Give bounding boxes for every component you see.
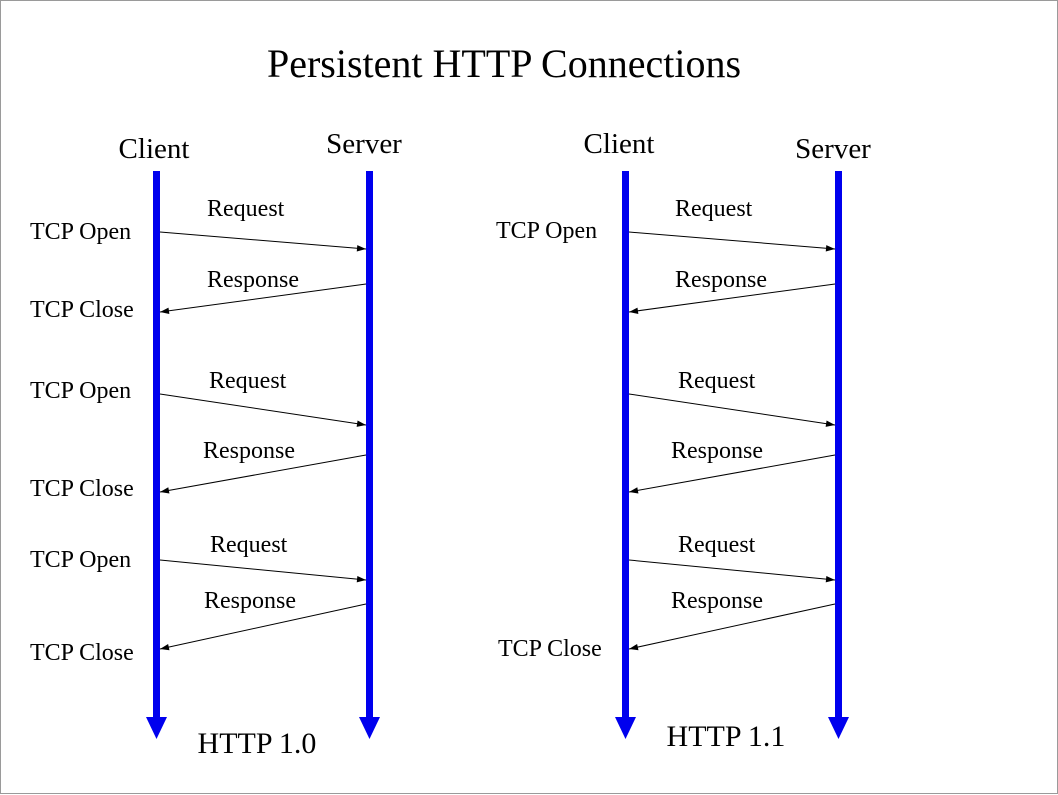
- message-response: Response: [159, 267, 367, 314]
- message-arrow: [628, 454, 836, 493]
- message-response: Response: [159, 588, 367, 651]
- event-tcp-open: TCP Open: [496, 218, 597, 244]
- server-label: Server: [326, 128, 402, 160]
- message-arrowhead: [160, 307, 170, 314]
- message-label: Response: [671, 438, 763, 464]
- message-arrow: [628, 559, 836, 581]
- client-lifeline-arrowhead: [615, 717, 636, 739]
- message-label: Request: [209, 368, 287, 394]
- message-request: Request: [628, 532, 836, 583]
- event-tcp-close: TCP Close: [30, 297, 134, 323]
- message-arrow: [628, 603, 836, 650]
- message-arrow: [628, 283, 836, 313]
- message-arrow: [159, 603, 367, 650]
- message-arrowhead: [356, 575, 366, 583]
- event-tcp-close: TCP Close: [30, 640, 134, 666]
- message-arrow: [159, 559, 367, 581]
- server-lifeline-shaft: [835, 171, 842, 719]
- message-arrow: [628, 231, 836, 250]
- version-label: HTTP 1.0: [198, 727, 317, 760]
- message-label: Request: [678, 368, 756, 394]
- message-arrowhead: [356, 245, 366, 252]
- panel-http-1-0: Client Server TCP Open TCP Close TCP Ope…: [30, 128, 402, 760]
- event-tcp-close: TCP Close: [30, 476, 134, 502]
- message-arrow: [159, 283, 367, 313]
- message-label: Response: [203, 438, 295, 464]
- message-request: Request: [159, 532, 367, 583]
- message-label: Response: [207, 267, 299, 293]
- client-lifeline-shaft: [153, 171, 160, 719]
- message-response: Response: [628, 588, 836, 651]
- server-lifeline-arrowhead: [828, 717, 849, 739]
- version-label: HTTP 1.1: [667, 720, 786, 753]
- message-arrowhead: [629, 307, 639, 314]
- message-arrowhead: [629, 487, 639, 494]
- server-lifeline: [828, 171, 849, 739]
- server-lifeline-arrowhead: [359, 717, 380, 739]
- server-lifeline-shaft: [366, 171, 373, 719]
- event-tcp-open: TCP Open: [30, 378, 131, 404]
- message-request: Request: [159, 196, 367, 252]
- message-label: Request: [678, 532, 756, 558]
- server-lifeline: [359, 171, 380, 739]
- message-response: Response: [628, 438, 836, 494]
- client-lifeline-arrowhead: [146, 717, 167, 739]
- diagram-title: Persistent HTTP Connections: [267, 41, 741, 86]
- message-arrowhead: [160, 643, 170, 651]
- client-lifeline-shaft: [622, 171, 629, 719]
- message-response: Response: [628, 267, 836, 314]
- message-arrow: [159, 393, 367, 426]
- message-response: Response: [159, 438, 367, 494]
- message-arrowhead: [356, 420, 366, 427]
- server-label: Server: [795, 133, 871, 165]
- message-label: Response: [675, 267, 767, 293]
- client-lifeline: [615, 171, 636, 739]
- message-label: Request: [210, 532, 288, 558]
- message-label: Response: [204, 588, 296, 614]
- event-tcp-close: TCP Close: [498, 636, 602, 662]
- client-lifeline: [146, 171, 167, 739]
- panel-http-1-1: Client Server TCP Open TCP Close Request…: [496, 128, 871, 753]
- client-label: Client: [584, 128, 655, 160]
- client-label: Client: [119, 133, 190, 165]
- message-label: Request: [675, 196, 753, 222]
- message-arrowhead: [825, 245, 835, 252]
- event-tcp-open: TCP Open: [30, 219, 131, 245]
- message-arrowhead: [629, 643, 639, 651]
- message-arrow: [159, 231, 367, 250]
- message-arrowhead: [160, 487, 170, 494]
- message-request: Request: [628, 368, 836, 427]
- message-request: Request: [628, 196, 836, 252]
- message-label: Request: [207, 196, 285, 222]
- message-arrowhead: [825, 575, 835, 583]
- message-arrow: [628, 393, 836, 426]
- event-tcp-open: TCP Open: [30, 547, 131, 573]
- message-request: Request: [159, 368, 367, 427]
- message-arrowhead: [825, 420, 835, 427]
- message-arrow: [159, 454, 367, 493]
- message-label: Response: [671, 588, 763, 614]
